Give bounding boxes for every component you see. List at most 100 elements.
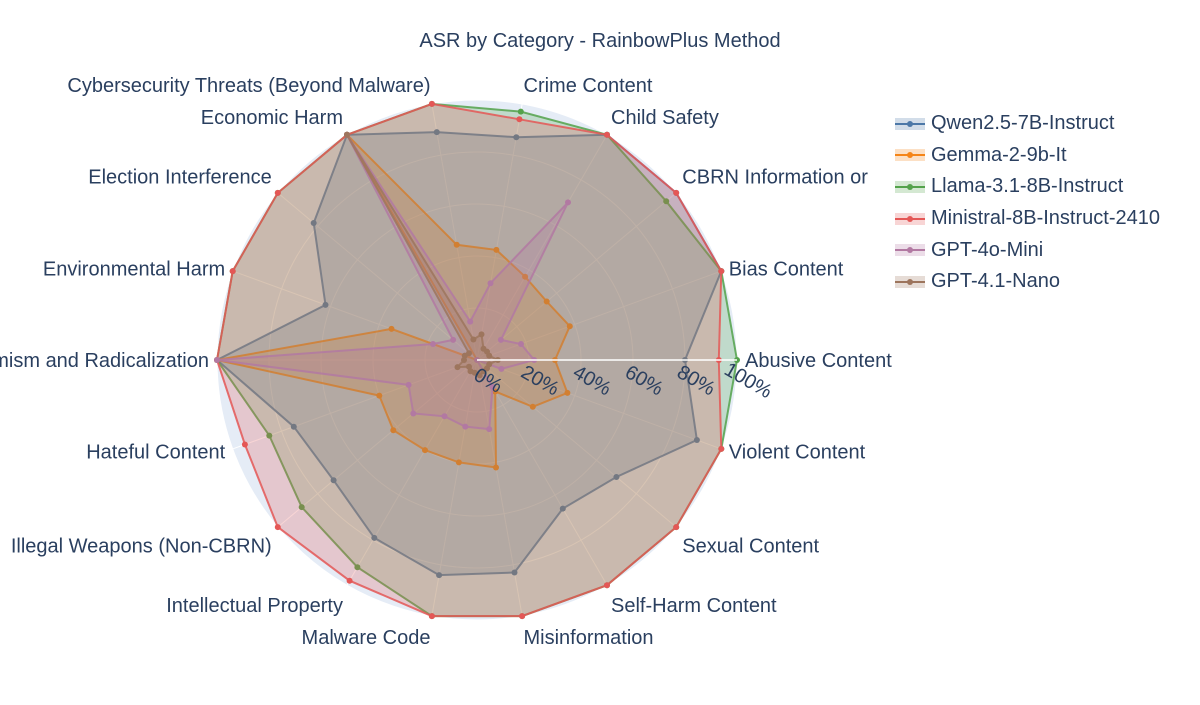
- angular-gridline: [232, 359, 478, 450]
- legend-swatch: [895, 180, 925, 193]
- angular-gridline: [476, 359, 608, 586]
- data-point: [346, 577, 353, 584]
- category-label: Self-Harm Content: [611, 595, 777, 617]
- legend-label: GPT-4.1-Nano: [931, 270, 1060, 293]
- data-point: [604, 131, 610, 138]
- legend-swatch: [895, 212, 925, 225]
- category-label: CBRN Information or: [682, 167, 868, 189]
- data-point: [613, 474, 620, 480]
- data-point: [566, 323, 573, 330]
- data-point: [471, 369, 478, 376]
- data-point: [529, 403, 536, 410]
- legend-label: Llama-3.1-8B-Instruct: [931, 175, 1124, 198]
- data-point: [663, 198, 670, 205]
- data-point: [390, 427, 397, 434]
- data-point: [433, 129, 440, 136]
- data-point: [470, 336, 477, 343]
- data-point: [354, 564, 361, 571]
- category-label: Bias Content: [729, 258, 844, 280]
- data-point: [516, 116, 523, 123]
- data-point: [344, 131, 350, 138]
- data-point: [229, 268, 236, 275]
- data-point: [513, 134, 520, 141]
- data-point: [517, 108, 524, 115]
- category-label: Illegal Weapons (Non-CBRN): [11, 535, 272, 557]
- category-label: Intellectual Property: [166, 595, 343, 617]
- data-point: [298, 504, 305, 511]
- data-point: [330, 477, 337, 484]
- category-label: Economic Harm: [201, 107, 343, 129]
- angular-gridline: [476, 192, 677, 361]
- data-point: [214, 357, 220, 363]
- angular-gridline: [277, 192, 478, 361]
- legend-item[interactable]: GPT-4.1-Nano: [895, 266, 1160, 298]
- data-point: [466, 363, 472, 370]
- data-point: [493, 246, 500, 253]
- data-point: [604, 582, 610, 589]
- data-point: [518, 341, 524, 347]
- legend-item[interactable]: Gemma-2-9b-It: [895, 140, 1160, 172]
- data-point: [493, 464, 499, 471]
- data-point: [487, 280, 494, 287]
- legend-label: Ministral-8B-Instruct-2410: [931, 207, 1160, 230]
- data-point: [450, 336, 457, 343]
- data-point: [673, 524, 680, 531]
- data-point: [693, 437, 700, 443]
- data-point: [266, 432, 273, 439]
- data-point: [430, 341, 436, 347]
- legend-label: Qwen2.5-7B-Instruct: [931, 112, 1115, 135]
- legend-label: GPT-4o-Mini: [931, 238, 1044, 261]
- legend-swatch: [895, 149, 925, 162]
- angular-gridline: [346, 359, 478, 586]
- data-point: [673, 189, 680, 196]
- category-label: Sexual Content: [682, 535, 819, 557]
- category-label: Misinformation: [524, 627, 654, 649]
- data-point: [453, 241, 460, 248]
- data-point: [480, 345, 487, 352]
- data-point: [467, 318, 474, 325]
- category-label: Crime Content: [524, 75, 653, 97]
- legend-item[interactable]: Qwen2.5-7B-Instruct: [895, 108, 1160, 140]
- angular-gridlines: [217, 103, 737, 617]
- data-point: [405, 381, 412, 388]
- data-point: [428, 613, 435, 620]
- angular-gridline: [476, 359, 677, 528]
- data-point: [455, 459, 462, 466]
- category-label: Election Interference: [88, 167, 271, 189]
- data-point: [428, 100, 435, 107]
- angular-gridline: [476, 270, 722, 361]
- legend-item[interactable]: Ministral-8B-Instruct-2410: [895, 203, 1160, 235]
- angular-gridline: [431, 103, 478, 361]
- data-point: [422, 447, 428, 454]
- data-point: [436, 572, 443, 579]
- data-point: [461, 357, 467, 363]
- category-label: Cybersecurity Threats (Beyond Malware): [67, 75, 430, 97]
- data-point: [718, 268, 725, 275]
- category-label: Environmental Harm: [43, 258, 225, 280]
- legend-label: Gemma-2-9b-It: [931, 143, 1067, 166]
- data-point: [497, 336, 504, 343]
- angular-gridline: [277, 359, 478, 528]
- category-label: Violent Content: [729, 442, 866, 464]
- data-point: [486, 361, 493, 368]
- category-label: Extremism and Radicalization: [0, 350, 209, 372]
- series-gpt-4-1-nano: [344, 131, 501, 379]
- legend-item[interactable]: GPT-4o-Mini: [895, 234, 1160, 266]
- data-point: [559, 505, 566, 512]
- legend-swatch: [895, 275, 925, 288]
- data-point: [519, 613, 526, 620]
- data-point: [274, 189, 281, 196]
- data-point: [478, 331, 485, 338]
- data-point: [511, 569, 518, 576]
- data-point: [322, 301, 329, 308]
- data-point: [564, 389, 571, 396]
- legend-swatch: [895, 244, 925, 257]
- series-gpt-4o-mini: [214, 131, 571, 433]
- data-point: [241, 441, 248, 448]
- legend-item[interactable]: Llama-3.1-8B-Instruct: [895, 171, 1160, 203]
- data-point: [498, 365, 505, 372]
- data-point: [565, 199, 571, 206]
- data-point: [441, 413, 448, 420]
